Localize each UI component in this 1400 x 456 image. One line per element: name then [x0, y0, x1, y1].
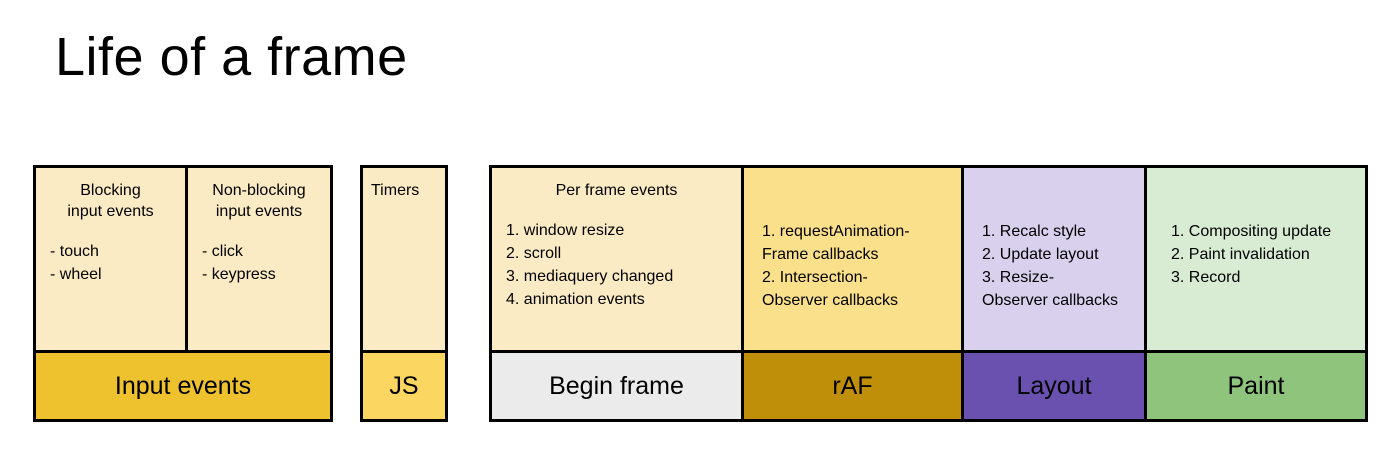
group-timers: Timers JS [360, 165, 448, 422]
list-item: 1. Recalc style [982, 223, 1087, 240]
cell-blocking-input-events-list: - touch - wheel [50, 240, 171, 286]
list-item: 1. requestAnimation- Frame callbacks [762, 223, 910, 263]
spacer [506, 201, 727, 219]
footer-raf: rAF [741, 353, 961, 419]
page-title: Life of a frame [55, 27, 408, 87]
cell-paint: 1. Compositing update 2. Paint invalidat… [1144, 168, 1365, 350]
cell-timers-heading: Timers [371, 182, 420, 199]
group-frame-pipeline: Per frame events 1. window resize 2. scr… [489, 165, 1368, 422]
list-item: - keypress [202, 266, 276, 283]
footer-js: JS [363, 353, 445, 419]
cell-non-blocking-input-events: Non-blocking input events - click - keyp… [185, 168, 330, 350]
cell-raf-list: 1. requestAnimation- Frame callbacks 2. … [758, 220, 947, 312]
cell-non-blocking-input-events-heading: Non-blocking input events [212, 182, 306, 220]
list-item: - wheel [50, 266, 102, 283]
list-item: 2. Paint invalidation [1171, 246, 1310, 263]
spacer [758, 180, 947, 220]
group-input-events-body: Blocking input events - touch - wheel No… [36, 168, 330, 350]
list-item: 2. Update layout [982, 246, 1099, 263]
group-input-events-footer: Input events [36, 350, 330, 419]
group-frame-pipeline-body: Per frame events 1. window resize 2. scr… [492, 168, 1365, 350]
life-of-a-frame-diagram: Blocking input events - touch - wheel No… [33, 165, 1368, 422]
footer-paint: Paint [1144, 353, 1365, 419]
list-item: 3. Resize- Observer callbacks [982, 269, 1119, 309]
list-item: 4. animation events [506, 291, 645, 308]
footer-layout: Layout [961, 353, 1144, 419]
spacer [202, 222, 316, 240]
cell-blocking-input-events: Blocking input events - touch - wheel [36, 168, 185, 350]
list-item: 2. scroll [506, 245, 562, 262]
cell-blocking-input-events-heading: Blocking input events [67, 182, 154, 220]
gap [333, 165, 360, 422]
list-item: 3. mediaquery changed [506, 268, 674, 285]
cell-begin-frame-list: 1. window resize 2. scroll 3. mediaquery… [506, 219, 727, 311]
cell-non-blocking-input-events-list: - click - keypress [202, 240, 316, 286]
cell-raf: 1. requestAnimation- Frame callbacks 2. … [741, 168, 961, 350]
spacer [978, 180, 1130, 220]
gap [448, 165, 489, 422]
cell-begin-frame: Per frame events 1. window resize 2. scr… [492, 168, 741, 350]
list-item: 1. Compositing update [1171, 223, 1332, 240]
cell-begin-frame-heading: Per frame events [555, 182, 678, 199]
footer-begin-frame: Begin frame [492, 353, 741, 419]
group-input-events: Blocking input events - touch - wheel No… [33, 165, 333, 422]
spacer [1161, 180, 1351, 220]
list-item: 2. Intersection- Observer callbacks [762, 269, 899, 309]
group-timers-body: Timers [363, 168, 445, 350]
list-item: - click [202, 243, 243, 260]
cell-layout: 1. Recalc style 2. Update layout 3. Resi… [961, 168, 1144, 350]
cell-timers: Timers [363, 168, 445, 350]
cell-layout-list: 1. Recalc style 2. Update layout 3. Resi… [978, 220, 1130, 312]
cell-paint-list: 1. Compositing update 2. Paint invalidat… [1161, 220, 1351, 289]
list-item: 3. Record [1171, 269, 1241, 286]
spacer [50, 222, 171, 240]
footer-input-events: Input events [36, 353, 330, 419]
group-frame-pipeline-footer: Begin frame rAF Layout Paint [492, 350, 1365, 419]
list-item: 1. window resize [506, 222, 625, 239]
list-item: - touch [50, 243, 99, 260]
group-timers-footer: JS [363, 350, 445, 419]
